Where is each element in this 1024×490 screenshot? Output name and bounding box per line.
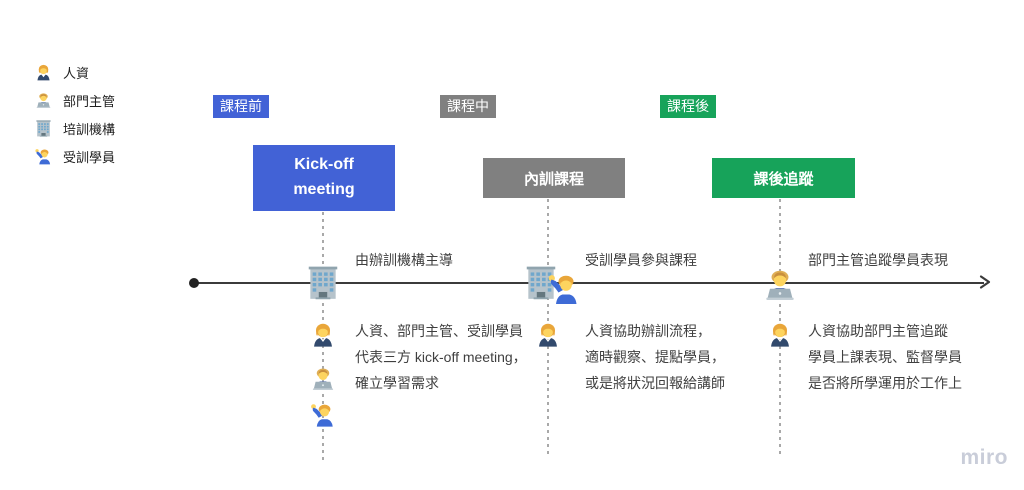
legend-item-trainee[interactable]: 受訓學員	[34, 142, 115, 170]
timeline-start-dot	[189, 278, 199, 288]
stage-detail-text-3[interactable]: 人資協助部門主管追蹤 學員上課表現、監督學員 是否將所學運用於工作上	[808, 323, 962, 391]
stage-box-internal-training[interactable]: 內訓課程	[483, 158, 625, 198]
man-raising-hand-icon[interactable]	[546, 271, 582, 307]
phase-badge-after-course[interactable]: 課程後	[660, 95, 716, 118]
stage-detail-text-1[interactable]: 人資、部門主管、受訓學員 代表三方 kick-off meeting， 確立學習…	[355, 323, 527, 391]
woman-office-worker-icon[interactable]	[534, 321, 562, 349]
legend-item-label: 部門主管	[63, 93, 116, 109]
timeline-note-3[interactable]: 部門主管追蹤學員表現	[808, 252, 948, 268]
timeline-note-1[interactable]: 由辦訓機構主導	[355, 252, 453, 268]
stage-box-followup[interactable]: 課後追蹤	[712, 158, 855, 198]
man-raising-hand-icon[interactable]	[309, 401, 337, 429]
legend-item-label: 人資	[63, 65, 90, 81]
man-raising-hand-icon	[34, 147, 53, 166]
woman-office-worker-icon[interactable]	[766, 321, 794, 349]
legend-item-hr[interactable]: 人資	[34, 58, 115, 86]
timeline-arrowhead-icon	[979, 275, 991, 289]
woman-office-worker-icon	[34, 63, 53, 82]
miro-watermark[interactable]: miro	[960, 446, 1008, 469]
phase-badge-before-course[interactable]: 課程前	[213, 95, 269, 118]
timeline-note-2[interactable]: 受訓學員參與課程	[585, 252, 697, 268]
legend-item-label: 培訓機構	[63, 121, 116, 137]
woman-office-worker-icon[interactable]	[309, 321, 337, 349]
legend-item-manager[interactable]: 部門主管	[34, 86, 115, 114]
office-building-icon[interactable]	[304, 264, 342, 302]
man-technologist-icon[interactable]	[761, 266, 799, 304]
legend: 人資 部門主管 培訓機構 受訓學員	[34, 58, 115, 170]
man-technologist-icon[interactable]	[309, 365, 337, 393]
legend-item-institution[interactable]: 培訓機構	[34, 114, 115, 142]
timeline-line[interactable]	[194, 282, 984, 284]
stage-box-kickoff-meeting[interactable]: Kick-off meeting	[253, 145, 395, 211]
stage-detail-text-2[interactable]: 人資協助辦訓流程， 適時觀察、提點學員， 或是將狀況回報給講師	[585, 323, 725, 391]
legend-item-label: 受訓學員	[63, 149, 116, 165]
phase-badge-during-course[interactable]: 課程中	[440, 95, 496, 118]
man-technologist-icon	[34, 91, 53, 110]
office-building-icon	[34, 119, 53, 138]
